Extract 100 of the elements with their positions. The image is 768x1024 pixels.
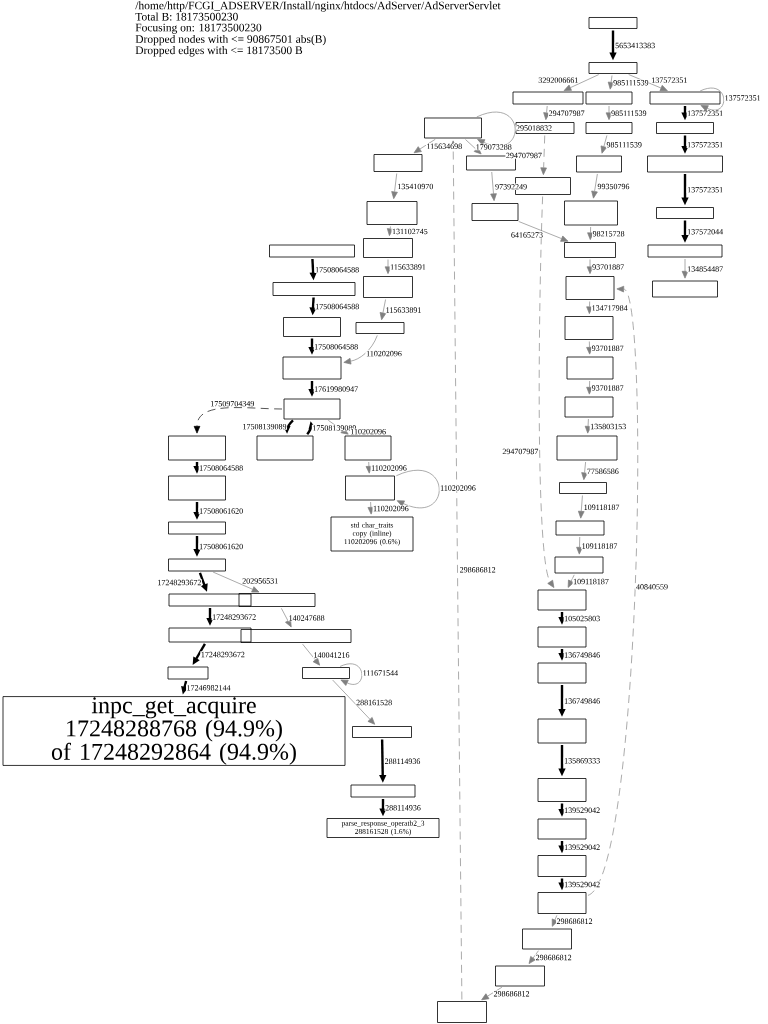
edge-label: 17508139089	[242, 423, 288, 430]
header-text: Dropped nodes with <= 90867501 abs(B)	[135, 34, 326, 46]
function-box	[515, 122, 575, 134]
header-text: Dropped edges with <= 18173500 B	[135, 46, 303, 57]
function-box	[373, 154, 423, 172]
function-box	[471, 203, 519, 221]
arrow	[586, 259, 594, 274]
edge-label: 115633891	[389, 263, 427, 271]
arrow	[365, 461, 373, 474]
arrow	[591, 173, 598, 199]
edge-label: 17248293672	[200, 651, 246, 658]
header-text: Total B: 18173500230	[135, 12, 238, 21]
function-box	[537, 626, 587, 648]
edge-label: 17508061620	[198, 507, 244, 515]
function-box	[555, 520, 605, 536]
function-box	[283, 398, 341, 420]
edge-label: 115633891	[385, 306, 422, 314]
function-box	[302, 667, 350, 679]
edge-label: 136749846	[563, 651, 601, 659]
edge-label: 298686812	[493, 990, 531, 997]
edge-label: 93701887	[591, 345, 625, 352]
function-box	[512, 91, 584, 105]
edge-label: 135869333	[563, 757, 601, 764]
edge-label: 111671544	[362, 669, 399, 677]
arrow	[528, 950, 539, 964]
function-box	[564, 316, 614, 340]
function-box	[537, 662, 587, 684]
arrow	[540, 135, 547, 175]
edge-label: 99350796	[596, 183, 630, 190]
function-box	[363, 238, 413, 258]
edge-label: 110202096	[370, 464, 408, 472]
arrow	[551, 915, 558, 927]
function-box	[238, 593, 316, 607]
function-box	[522, 928, 572, 950]
function-box	[537, 818, 587, 840]
arrow	[581, 461, 588, 480]
function-box	[355, 322, 405, 334]
arrow	[607, 75, 615, 90]
edge-label: 295018832	[515, 124, 553, 132]
function-box	[656, 122, 714, 134]
function-box	[350, 784, 416, 798]
function-box	[647, 155, 723, 173]
arrow	[379, 299, 387, 321]
edge-label: 17509704349	[209, 400, 255, 407]
edge-label: 17508064588	[314, 266, 360, 273]
arrow	[586, 301, 593, 314]
edge-label: 137572351	[650, 76, 688, 84]
arrow	[587, 285, 639, 896]
edge-label: 115634698	[425, 143, 463, 150]
edge-label: 3292006661	[537, 76, 579, 84]
arrow	[332, 679, 376, 725]
edge-label: 140041216	[313, 651, 351, 659]
arrow	[563, 74, 600, 91]
edge-label: 105025803	[563, 615, 601, 622]
function-box	[537, 718, 587, 744]
edge-label: 17248293672	[156, 579, 202, 586]
arrow	[586, 380, 593, 395]
arrow	[413, 138, 436, 154]
arrow	[391, 173, 398, 199]
header-text: /home/http/FCGI_ADSERVER/Install/nginx/htdocs/AdServer/AdServerServlet	[135, 1, 501, 12]
arrow	[465, 139, 482, 155]
edge-label: 139529042	[563, 807, 601, 814]
function-box	[282, 356, 342, 380]
arrow	[386, 226, 394, 236]
arrow	[281, 608, 292, 628]
edge-label: 110202096	[372, 505, 410, 512]
edge-label: 294707987	[501, 448, 539, 455]
edge-label: 40840559	[635, 583, 669, 591]
edge-label: 298686812	[556, 918, 594, 925]
edge-label: 298686812	[459, 566, 497, 573]
function-box	[363, 276, 413, 298]
function-box	[345, 475, 395, 501]
function-box	[424, 117, 482, 139]
function-box	[585, 91, 633, 105]
arrow	[584, 418, 592, 434]
function-box	[652, 280, 718, 298]
arrow	[605, 105, 613, 120]
function-box: inpc_get_acquire 17248288768 (94.9%) of 17248292864 (94.9%)	[2, 696, 346, 766]
edge-label: 5653413383	[614, 42, 656, 49]
function-box	[566, 356, 614, 380]
function-box	[537, 589, 587, 611]
function-box	[554, 556, 604, 574]
edge-label: 985111539	[612, 79, 650, 86]
arrow	[567, 574, 575, 588]
edge-label: 98215728	[592, 230, 626, 237]
arrow	[476, 111, 516, 147]
edge-label: 93701887	[591, 263, 625, 271]
edge-label: 135410970	[396, 183, 434, 190]
arrow	[628, 74, 668, 92]
function-box	[588, 62, 638, 74]
edge-label: 135803153	[589, 423, 627, 430]
function-box	[495, 965, 545, 987]
arrow	[681, 258, 689, 279]
edge-label: 110202096	[365, 350, 403, 357]
edge-label: 17248293672	[211, 613, 257, 621]
arrow	[396, 469, 440, 508]
edge-label: 179073288	[475, 143, 513, 151]
edge-label: 140247688	[288, 614, 326, 622]
function-box	[564, 200, 618, 226]
edge-label: 137572351	[686, 110, 724, 117]
